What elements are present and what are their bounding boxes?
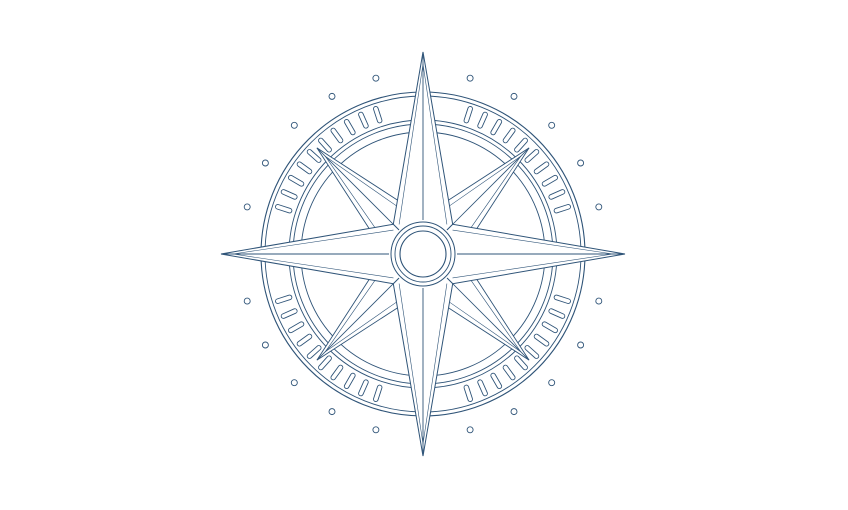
compass-dot <box>243 203 251 211</box>
compass-tick-marks <box>275 106 571 402</box>
compass-dot <box>595 297 603 305</box>
compass-tick <box>358 379 369 397</box>
compass-tick <box>288 174 305 187</box>
compass-dot <box>328 408 336 416</box>
compass-dot <box>595 203 603 211</box>
compass-dot <box>372 426 380 434</box>
compass-center-hub <box>389 220 457 288</box>
compass-tick <box>296 161 313 175</box>
compass-dot <box>261 159 269 167</box>
compass-tick <box>318 137 332 153</box>
compass-tick <box>541 174 558 187</box>
compass-tick <box>373 384 383 402</box>
compass-tick <box>477 379 488 397</box>
compass-tick <box>541 321 558 334</box>
compass-tick <box>502 127 516 144</box>
compass-tick <box>330 364 344 381</box>
compass-dot <box>548 379 556 387</box>
compass-dot <box>466 426 474 434</box>
compass-tick <box>373 106 383 124</box>
compass-tick <box>358 111 369 129</box>
compass-dot <box>577 341 585 349</box>
compass-tick <box>275 294 293 304</box>
compass-dot <box>577 159 585 167</box>
compass-tick <box>524 345 540 359</box>
compass-tick <box>306 345 322 359</box>
compass-tick <box>490 119 503 136</box>
compass-hub-ring-1 <box>390 221 456 287</box>
compass-tick <box>533 333 550 347</box>
compass-dot <box>466 74 474 82</box>
compass-tick <box>280 189 298 200</box>
compass-tick <box>296 333 313 347</box>
compass-dot <box>290 379 298 387</box>
compass-tick <box>463 106 473 124</box>
compass-tick <box>548 308 566 319</box>
compass-tick <box>514 355 528 371</box>
compass-tick <box>463 384 473 402</box>
compass-tick <box>553 294 571 304</box>
compass-tick <box>280 308 298 319</box>
compass-tick <box>548 189 566 200</box>
compass-hub-bg <box>389 220 457 288</box>
compass-tick <box>288 321 305 334</box>
compass-tick <box>502 364 516 381</box>
compass-dot <box>510 92 518 100</box>
compass-tick <box>514 137 528 153</box>
compass-tick <box>343 372 356 389</box>
compass-tick <box>330 127 344 144</box>
compass-hub-ring-2 <box>394 225 452 283</box>
compass-tick <box>524 149 540 163</box>
compass-tick <box>477 111 488 129</box>
compass-dot <box>548 121 556 129</box>
compass-dot <box>290 121 298 129</box>
compass-tick <box>553 204 571 214</box>
compass-dot <box>243 297 251 305</box>
compass-hub-ring-3 <box>399 230 447 278</box>
compass-outer-dots <box>243 74 603 434</box>
compass-tick <box>490 372 503 389</box>
compass-tick <box>318 355 332 371</box>
compass-dot <box>261 341 269 349</box>
compass-dot <box>328 92 336 100</box>
compass-tick <box>275 204 293 214</box>
compass-tick <box>343 119 356 136</box>
compass-dot <box>510 408 518 416</box>
compass-tick <box>533 161 550 175</box>
compass-dot <box>372 74 380 82</box>
compass-tick <box>306 149 322 163</box>
